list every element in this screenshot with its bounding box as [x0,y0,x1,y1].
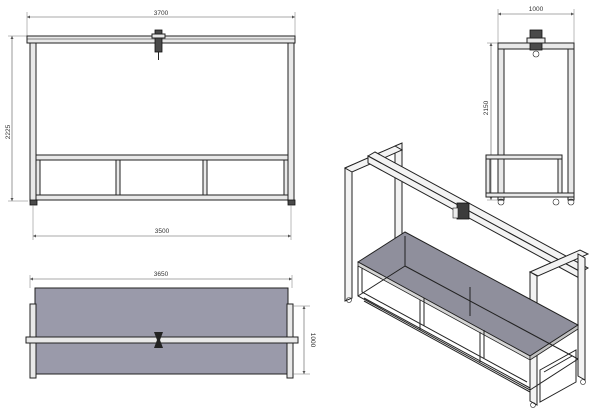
side-view: 1000 2150 [483,6,575,206]
dim-front-bottom-width: 3500 [155,228,170,235]
dim-side-height: 2150 [483,100,490,115]
dim-top-width: 3650 [154,271,169,278]
isometric-view [343,142,590,408]
front-view: 3700 2225 3500 [5,10,296,240]
dim-top-depth: 1000 [309,333,316,348]
top-view: 3650 1000 [25,271,316,379]
dim-side-width: 1000 [529,6,544,13]
dim-front-top-width: 3700 [154,10,169,17]
table-panel [34,287,289,375]
dim-front-height: 2225 [5,124,12,139]
